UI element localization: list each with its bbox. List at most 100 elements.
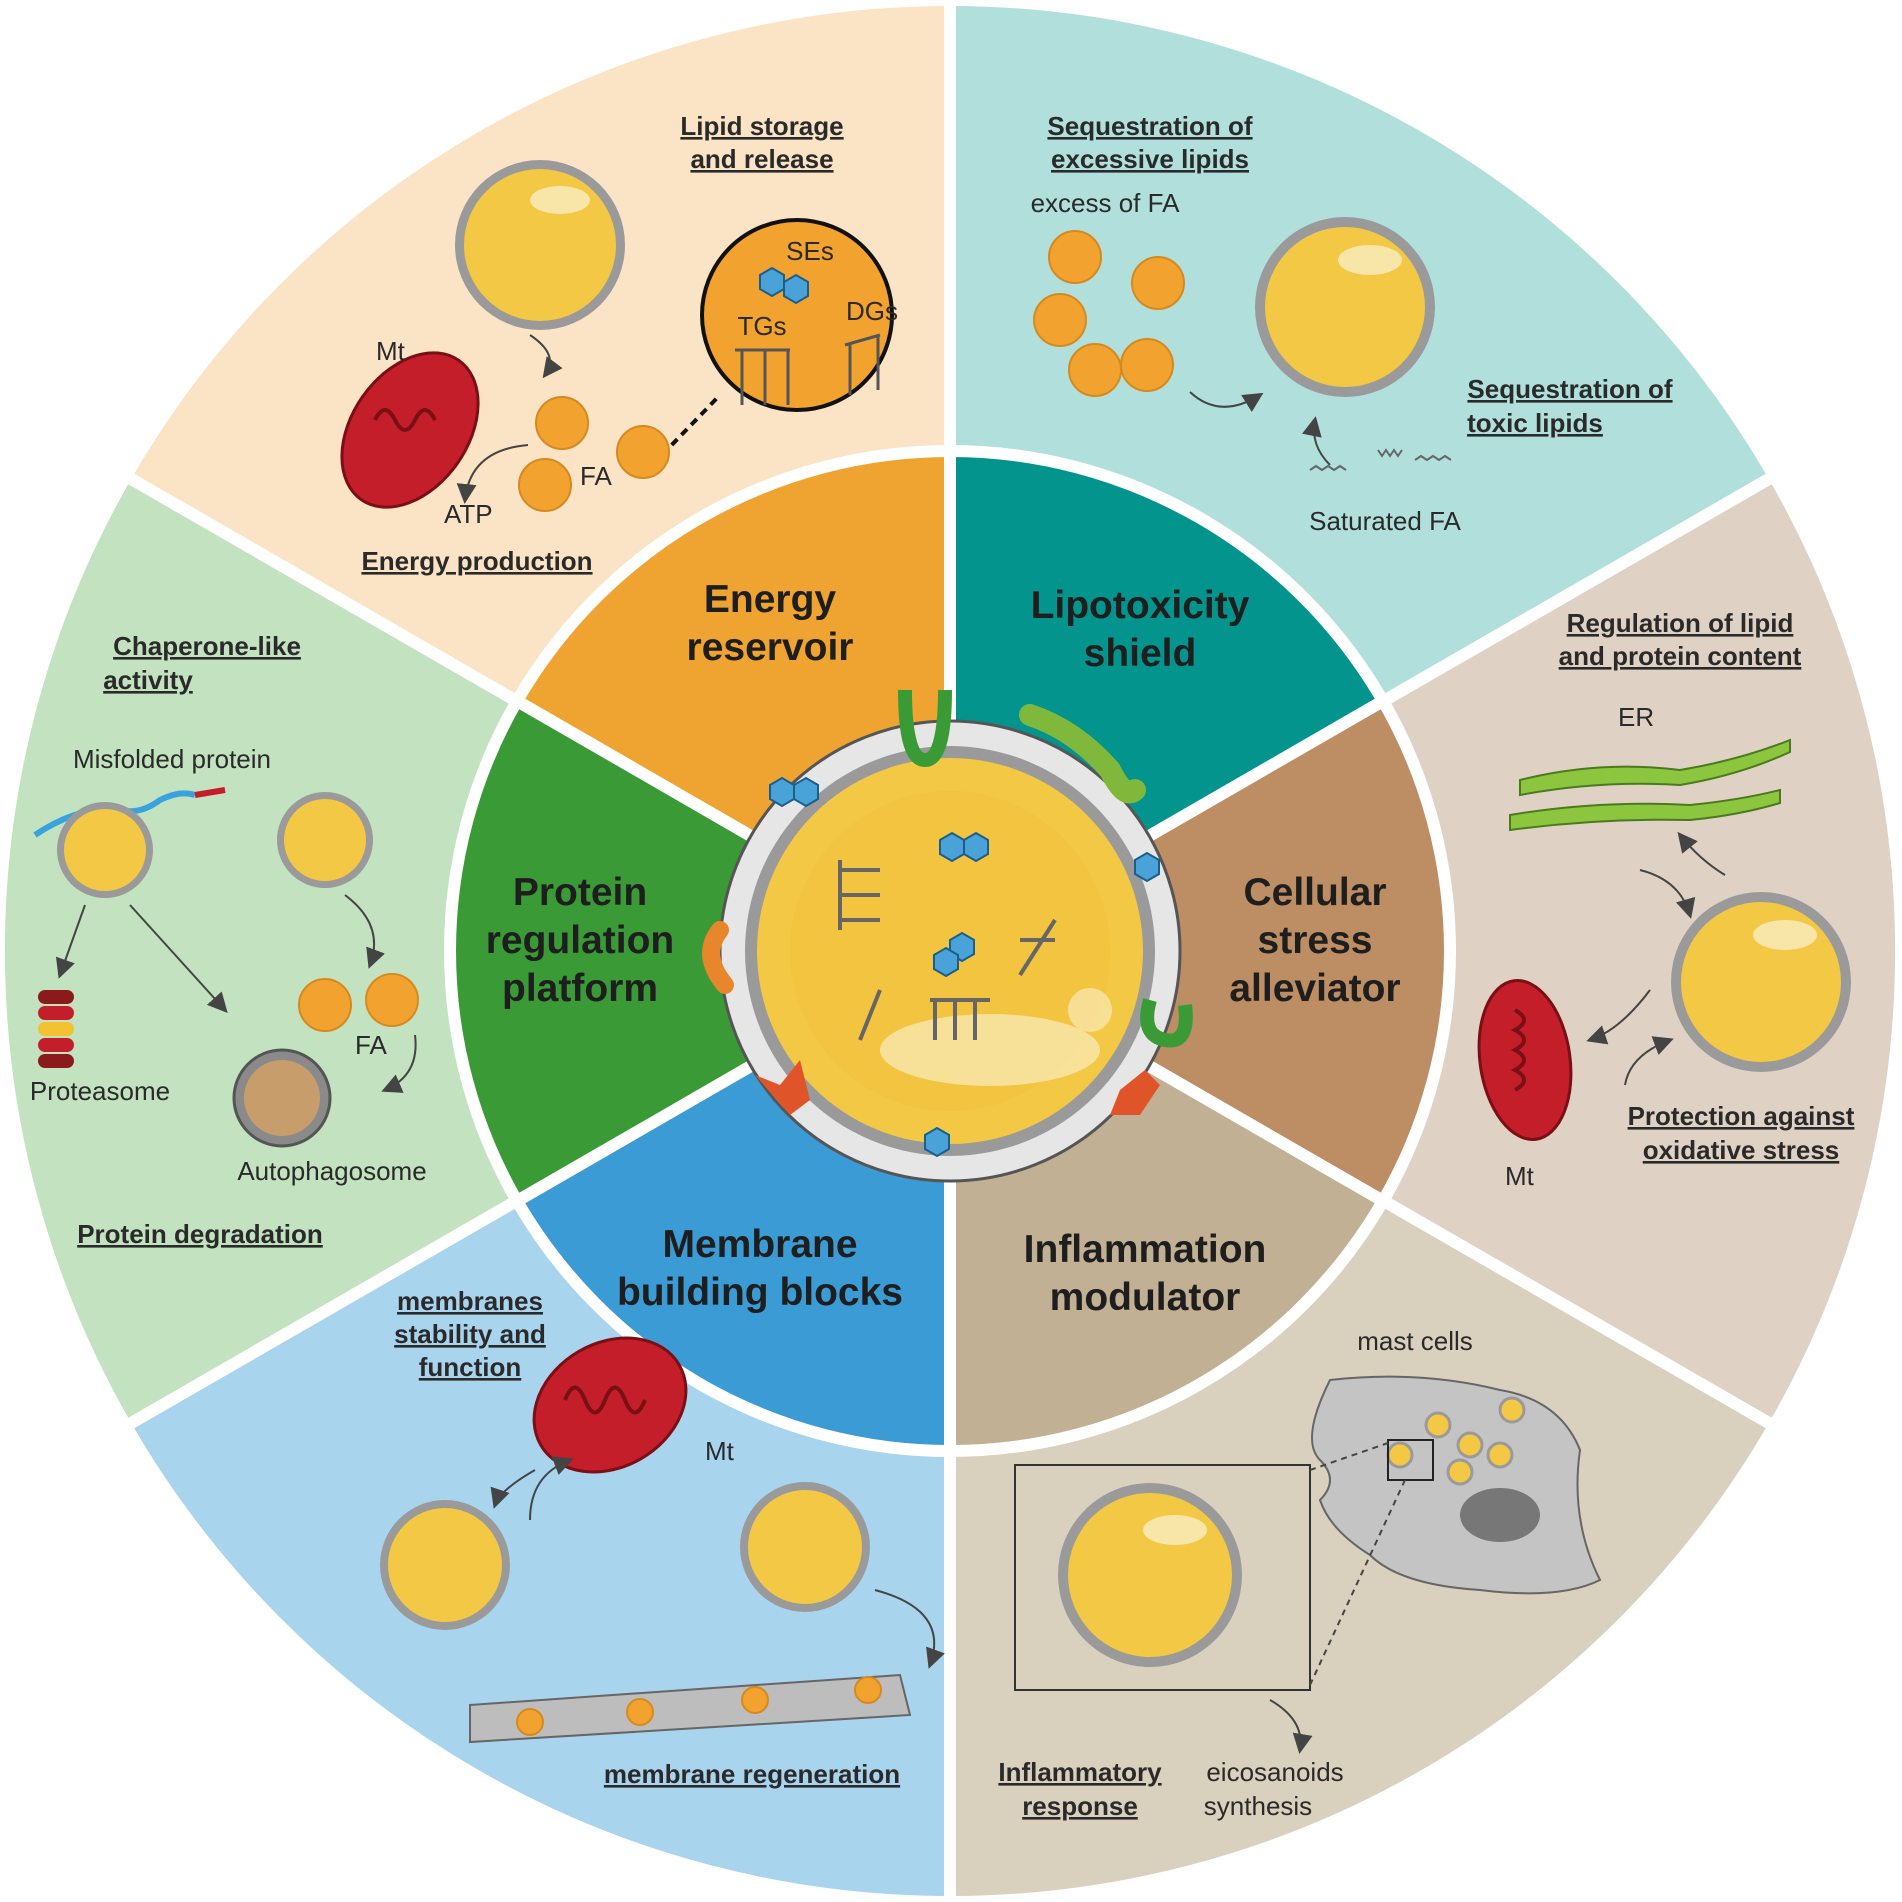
lipid-droplet-icon <box>277 792 373 888</box>
mt-arrow <box>1586 989 1651 1045</box>
fatty-acid-droplets <box>518 396 670 512</box>
core-lipo-line2: shield <box>1084 632 1197 675</box>
zoom-label-dgs: DGs <box>846 296 898 326</box>
lipid-droplet-icon <box>57 802 153 898</box>
core-protein-line3: platform <box>502 967 658 1010</box>
protein-panel: Chaperone-like activity Misfolded protei… <box>30 631 427 1249</box>
membrane-heading1-line2: stability and <box>394 1319 546 1349</box>
proteasome-label: Proteasome <box>30 1076 170 1106</box>
lipid-droplet-icon <box>1058 1483 1242 1667</box>
energy-heading-line2: and release <box>690 144 833 174</box>
protein-fa-droplets <box>298 973 419 1032</box>
inflam-heading-line1: Inflammatory <box>998 1757 1162 1787</box>
stress-heading2-line1: Protection against <box>1628 1101 1855 1131</box>
core-energy-line2: reservoir <box>687 626 854 669</box>
stress-heading2-line2: oxidative stress <box>1643 1135 1840 1165</box>
to-proteasome-arrow <box>55 904 86 979</box>
zoom-line-top <box>1309 1442 1389 1471</box>
lipotoxicity-panel: Sequestration of excessive lipids excess… <box>1031 111 1673 536</box>
core-energy-line1: Energy <box>704 578 837 621</box>
mitochondrion-icon <box>532 1336 688 1474</box>
misfolded-protein-red <box>194 787 226 798</box>
lipid-droplet-icon <box>380 1500 510 1630</box>
eicosanoid-arrow <box>1269 1699 1313 1754</box>
er-arrow-down <box>1639 869 1696 919</box>
lipid-droplet-icon <box>1255 217 1435 397</box>
mt-arrow-2 <box>1624 1036 1674 1086</box>
core-stress-line1: Cellular <box>1243 871 1386 914</box>
sequester-arrow <box>1189 391 1264 412</box>
membrane-heading1-line3: function <box>419 1352 522 1382</box>
inflammation-panel: mast cells Inflammatory response eicos <box>998 1326 1602 1821</box>
lipid-transfer-arrow <box>490 1469 536 1509</box>
energy-mt-label: Mt <box>376 336 406 366</box>
er-label: ER <box>1618 702 1654 732</box>
autophagosome-icon <box>232 1048 332 1148</box>
lipid-droplet-icon <box>1671 892 1851 1072</box>
autophagosome-label: Autophagosome <box>237 1156 426 1186</box>
energy-footer: Energy production <box>361 546 592 576</box>
stress-mt-label: Mt <box>1505 1161 1535 1191</box>
protein-fa-label: FA <box>355 1030 387 1060</box>
toxic-arrow <box>1302 416 1331 466</box>
membrane-heading2: membrane regeneration <box>604 1759 900 1789</box>
core-membrane-line1: Membrane <box>662 1223 857 1266</box>
energy-panel: Lipid storage and release SEs TGs DGs Mt <box>340 111 898 576</box>
excess-fa-droplets <box>1033 230 1185 397</box>
proteasome-icon <box>38 990 74 1068</box>
core-inflam-line1: Inflammation <box>1024 1228 1267 1271</box>
eicosanoids-line1: eicosanoids <box>1206 1757 1343 1787</box>
er-arrow-up <box>1677 831 1726 876</box>
lipo-heading1-line1: Sequestration of <box>1047 111 1252 141</box>
stress-panel: Regulation of lipid and protein content … <box>1477 608 1855 1191</box>
lipo-heading2-line2: toxic lipids <box>1467 408 1603 438</box>
lipid-droplet-icon <box>455 160 625 330</box>
core-protein-line1: Protein <box>513 871 647 914</box>
endoplasmic-reticulum-icon <box>1509 738 1791 832</box>
mast-cells-label: mast cells <box>1357 1326 1473 1356</box>
core-inflam-line2: modulator <box>1050 1276 1241 1319</box>
core-stress-line2: stress <box>1258 919 1373 962</box>
zoom-circle: SEs TGs DGs <box>700 218 898 412</box>
stress-heading1-line2: and protein content <box>1559 641 1802 671</box>
regeneration-arrow <box>874 1589 945 1669</box>
saturated-fa-label: Saturated FA <box>1309 506 1461 536</box>
energy-atp-label: ATP <box>444 499 493 529</box>
release-arrow <box>529 334 563 379</box>
stress-heading1-line1: Regulation of lipid <box>1567 608 1794 638</box>
to-autophagosome-arrow <box>129 904 228 1013</box>
excess-fa-label: excess of FA <box>1031 188 1180 218</box>
mitochondrion-icon <box>340 351 480 509</box>
mitochondrion-icon <box>1477 979 1573 1141</box>
membrane-mt-label: Mt <box>705 1436 735 1466</box>
lipid-transfer-arrow-2 <box>529 1456 574 1521</box>
zoom-line-bottom <box>1309 1479 1406 1686</box>
protein-heading1-line1: Chaperone-like <box>113 631 301 661</box>
membrane-heading1-line1: membranes <box>397 1286 543 1316</box>
energy-fa-label: FA <box>580 461 612 491</box>
central-lipid-droplet <box>702 689 1193 1183</box>
to-fa-arrow <box>344 894 385 969</box>
eicosanoids-line2: synthesis <box>1204 1791 1312 1821</box>
saturated-fa-chains <box>1309 448 1452 472</box>
core-stress-line3: alleviator <box>1229 967 1400 1010</box>
zoom-label-ses: SEs <box>786 236 834 266</box>
protein-heading1-line2: activity <box>103 665 193 695</box>
protein-footer: Protein degradation <box>77 1219 323 1249</box>
zoom-box <box>1014 1464 1311 1691</box>
misfolded-protein-label: Misfolded protein <box>73 744 271 774</box>
fa-to-autophagosome-arrow <box>381 1034 417 1093</box>
mast-cell-icon <box>1311 1375 1602 1595</box>
lipo-heading1-line2: excessive lipids <box>1051 144 1249 174</box>
core-protein-line2: regulation <box>486 919 675 962</box>
core-membrane-line2: building blocks <box>617 1271 903 1314</box>
energy-heading-line1: Lipid storage <box>680 111 843 141</box>
lipid-droplet-icon <box>740 1482 870 1612</box>
core-labels: Energy reservoir Lipotoxicity shield Cel… <box>486 578 1401 1319</box>
zoom-label-tgs: TGs <box>737 311 786 341</box>
membrane-tube-icon <box>469 1673 912 1744</box>
stress-inner-sector <box>938 692 1456 1210</box>
core-lipo-line1: Lipotoxicity <box>1031 584 1250 627</box>
inflam-heading-line2: response <box>1022 1791 1138 1821</box>
